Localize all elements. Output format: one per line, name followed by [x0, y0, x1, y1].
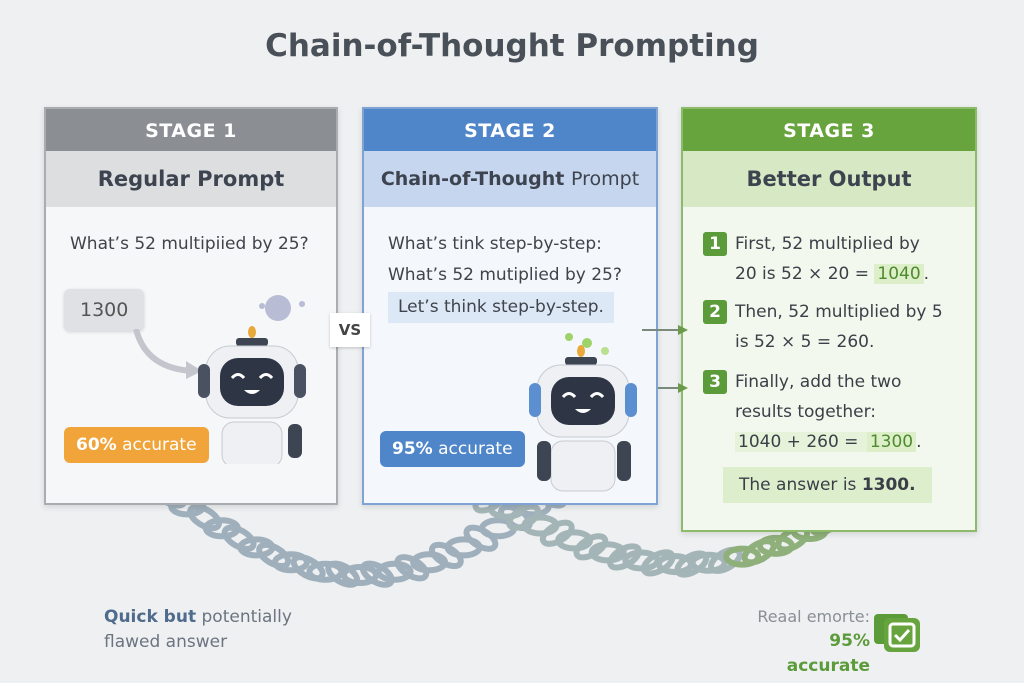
step-text: results together:: [735, 402, 876, 422]
final-answer: The answer is 1300.: [723, 467, 932, 503]
chain-link: [708, 546, 743, 574]
step-text: Finally, add the two: [735, 372, 902, 392]
step-result: 1040: [874, 264, 924, 284]
heading-bold: Chain-of-Thought: [380, 168, 565, 190]
robot-icon: [529, 333, 637, 492]
step-2: 2 Then, 52 multiplied by 5 is 52 × 5 = 260…: [703, 297, 973, 357]
cot-question: What’s tink step-by-step: What’s 52 mutip…: [388, 229, 622, 291]
caption-accuracy: 95% accurate: [786, 631, 870, 676]
chain-link: [539, 519, 575, 547]
robot-icon: [198, 295, 306, 464]
step-result: 1300: [866, 432, 917, 452]
step-text: First, 52 multiplied by: [735, 234, 920, 254]
caption-text: potentially: [201, 607, 292, 627]
step-text: is 52 × 5 = 260.: [735, 332, 875, 352]
caption-text: Reaal emorte:: [757, 607, 870, 626]
accuracy-badge-95: 95% accurate: [380, 431, 525, 467]
step-text: 20 is 52 × 20 =: [735, 264, 875, 284]
chain-link: [306, 560, 345, 583]
stage-3-heading: Better Output: [683, 151, 975, 207]
arrow-icon: [133, 329, 202, 379]
chain-link: [689, 551, 728, 574]
stage-1-card: STAGE 1 Regular Prompt What’s 52 multipi…: [44, 107, 338, 505]
stage-1-heading: Regular Prompt: [46, 151, 336, 207]
think-step-cue: Let’s think step-by-step.: [388, 292, 614, 323]
chain-link: [741, 538, 777, 566]
question-line-2: What’s 52 mutiplied by 25?: [388, 265, 622, 285]
stage-2-card: STAGE 2 Chain-of-Thought Prompt What’s t…: [362, 107, 658, 505]
caption-text: flawed answer: [104, 632, 228, 652]
step-number: 3: [703, 370, 727, 394]
chain-link: [187, 503, 222, 532]
step-text: .: [923, 264, 930, 284]
answer-text: The answer is: [739, 475, 862, 495]
vs-badge: VS: [330, 313, 370, 347]
accuracy-value: 60%: [76, 435, 117, 455]
page-title: Chain-of-Thought Prompting: [265, 28, 759, 64]
question-line-1: What’s tink step-by-step:: [388, 234, 602, 254]
flow-arrows-icon: [642, 325, 688, 393]
step-text: 1040 + 260 =: [735, 432, 867, 452]
stage-2-heading: Chain-of-Thought Prompt: [364, 151, 656, 207]
heading-light: Prompt: [571, 168, 640, 190]
caption-bold: Quick but: [104, 607, 197, 627]
accuracy-label: accurate: [122, 435, 197, 455]
regular-question: What’s 52 multipiied by 25?: [70, 234, 309, 254]
footer-left-caption: Quick but potentially flawed answer: [104, 605, 292, 655]
answer-bubble: 1300: [64, 289, 145, 331]
accuracy-badge-60: 60% accurate: [64, 427, 209, 463]
stage-1-label: STAGE 1: [46, 109, 336, 151]
chain-link: [221, 524, 257, 552]
answer-value: 1300.: [861, 475, 916, 495]
step-number: 2: [703, 300, 727, 324]
chain-link: [723, 545, 762, 568]
stage-3-label: STAGE 3: [683, 109, 975, 151]
accuracy-label: accurate: [438, 439, 513, 459]
footer-right-caption: Reaal emorte: 95% accurate: [746, 604, 870, 679]
step-text: .: [916, 432, 922, 452]
checkmark-badge-icon: [874, 614, 920, 652]
stage-3-card: STAGE 3 Better Output 1 First, 52 multipl…: [681, 107, 977, 532]
chain-link: [271, 551, 310, 574]
step-number: 1: [703, 232, 727, 256]
step-3: 3 Finally, add the two results together: 10…: [703, 367, 973, 457]
stage-2-label: STAGE 2: [364, 109, 656, 151]
chain-link: [290, 554, 326, 582]
step-text: Then, 52 multiplied by 5: [735, 302, 943, 322]
chain-link: [256, 541, 292, 570]
accuracy-value: 95%: [392, 439, 433, 459]
